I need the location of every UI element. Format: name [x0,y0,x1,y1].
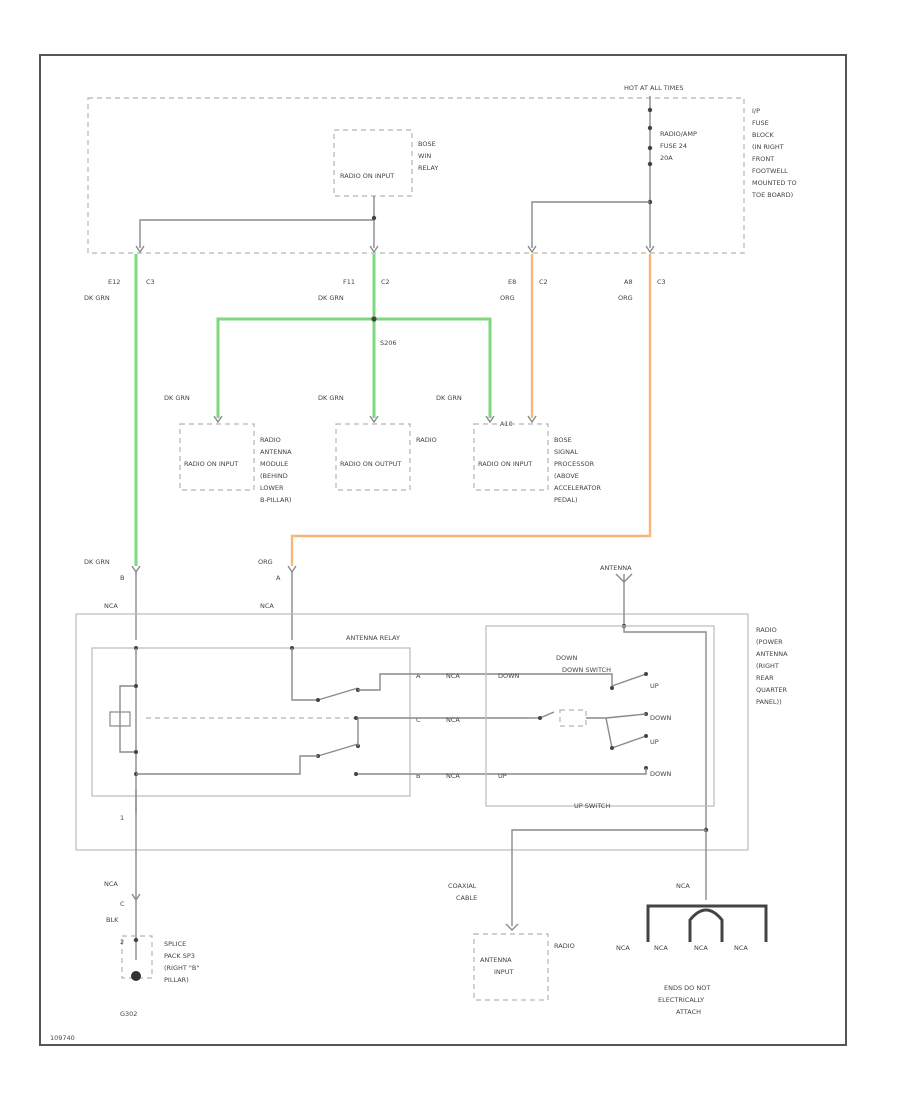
dk-grn-wire-label-6: DK GRN [84,558,110,566]
module-radio-on-input-label: RADIO ON INPUT [184,460,238,468]
connector-a8-label: A8 [624,278,633,286]
relay-radio-on-input-label: RADIO ON INPUT [340,172,394,180]
radio-label-2: RADIO [554,942,575,950]
connector-c3-e12-label: C3 [146,278,155,286]
up-switch-up-label: UP [650,738,659,746]
radio-antenna-module-label: RADIO ANTENNA MODULE (BEHIND LOWER B-PIL… [260,436,294,504]
pin-a-label: A [276,574,281,582]
org-wire-label-1: ORG [500,294,515,302]
radio-on-output-label: RADIO ON OUTPUT [340,460,401,468]
figure-id-label: 109740 [50,1034,75,1042]
dk-grn-wire-label-1: DK GRN [84,294,110,302]
hot-at-all-times-label: HOT AT ALL TIMES [624,84,684,92]
org-wire-label-3: ORG [258,558,273,566]
splice-pack-label: SPLICE PACK SP3 (RIGHT "B" PILLAR) [164,940,201,984]
relay-pin-b-label: B [416,772,420,780]
relay-pin-c-label: C [416,716,421,724]
ground-g302-label: G302 [120,1010,137,1018]
ip-fuse-block: HOT AT ALL TIMES I/P FUSE BLOCK (IN RIGH… [87,84,799,254]
wire-up-label: UP [498,772,507,780]
pin-c-ground-label: C [120,900,125,908]
bose-processor-label: BOSE SIGNAL PROCESSOR (ABOVE ACCELERATOR… [554,436,603,504]
nca-label-7: NCA [676,882,690,890]
relay-pin-a-label: A [416,672,421,680]
nca-label-2: NCA [260,602,274,610]
nca-label-3: NCA [446,672,460,680]
connector-c3-a8-label: C3 [657,278,666,286]
nca-label-8: NCA [616,944,630,952]
coaxial-cable-label: COAXIAL CABLE [448,882,479,902]
fuse-label: RADIO/AMP FUSE 24 20A [660,130,699,162]
down-switch-label-1: DOWN [556,654,578,662]
up-switch-down-label: DOWN [650,770,672,778]
power-antenna-assembly: RADIO (POWER ANTENNA (RIGHT REAR QUARTER… [75,564,790,851]
blk-wire-label: BLK [106,916,119,924]
connector-e8-label: E8 [508,278,516,286]
dk-grn-wire-label-5: DK GRN [436,394,462,402]
pin-1-label: 1 [120,814,124,822]
radio-on-output: DK GRN RADIO ON OUTPUT RADIO [318,394,437,491]
down-switch-down-label: DOWN [650,714,672,722]
bose-relay-label: BOSE WIN RELAY [418,140,438,172]
unattached-wire-ends: NCA NCA NCA NCA NCA ENDS DO NOT ELECTRIC… [616,830,768,1016]
nca-label-5: NCA [446,772,460,780]
bose-radio-on-input-label: RADIO ON INPUT [478,460,532,468]
ip-fuse-block-label: I/P FUSE BLOCK (IN RIGHT FRONT FOOTWELL … [751,107,799,199]
splice-s206-label: S206 [380,339,397,347]
radio-label-1: RADIO [416,436,437,444]
pin-2-label: 2 [120,938,124,946]
coaxial-cable: COAXIAL CABLE ANTENNA INPUT RADIO [448,827,709,1001]
nca-label-10: NCA [694,944,708,952]
dk-grn-wire-label-2: DK GRN [318,294,344,302]
connector-c2-f11-label: C2 [381,278,390,286]
bose-signal-processor: DK GRN A10 RADIO ON INPUT BOSE SIGNAL PR… [436,394,603,504]
power-antenna-label: RADIO (POWER ANTENNA (RIGHT REAR QUARTER… [756,626,790,706]
colored-wires: DK GRN DK GRN S206 ORG ORG [84,254,652,566]
pin-a10-label: A10 [500,420,513,428]
pin-b-label: B [120,574,124,582]
antenna-relay-label: ANTENNA RELAY [346,634,400,642]
fuse-block-connectors: E12 C3 F11 C2 E8 C2 A8 C3 [108,245,666,286]
ends-note-label: ENDS DO NOT ELECTRICALLY ATTACH [658,984,712,1016]
antenna-input-pins: DK GRN B ORG A NCA NCA [84,558,297,640]
down-switch-up-label: UP [650,682,659,690]
nca-label-11: NCA [734,944,748,952]
nca-label-6: NCA [104,880,118,888]
antenna-label: ANTENNA [600,564,632,572]
nca-label-1: NCA [104,602,118,610]
radio-antenna-module: DK GRN RADIO ON INPUT RADIO ANTENNA MODU… [164,394,294,504]
nca-label-9: NCA [654,944,668,952]
up-switch-label: UP SWITCH [574,802,610,810]
ground-circuit: 1 NCA C BLK 2 SPLICE PACK SP3 (RIGHT "B"… [104,790,201,1018]
antenna-input-label: ANTENNA INPUT [480,956,514,976]
dk-grn-wire-label-3: DK GRN [164,394,190,402]
connector-f11-label: F11 [343,278,355,286]
diagram-border [39,54,847,1046]
down-switch-label-2: DOWN SWITCH [562,666,611,674]
connector-e12-label: E12 [108,278,120,286]
dk-grn-wire-label-4: DK GRN [318,394,344,402]
org-wire-label-2: ORG [618,294,633,302]
connector-c2-e8-label: C2 [539,278,548,286]
nca-label-4: NCA [446,716,460,724]
wire-down-label: DOWN [498,672,520,680]
